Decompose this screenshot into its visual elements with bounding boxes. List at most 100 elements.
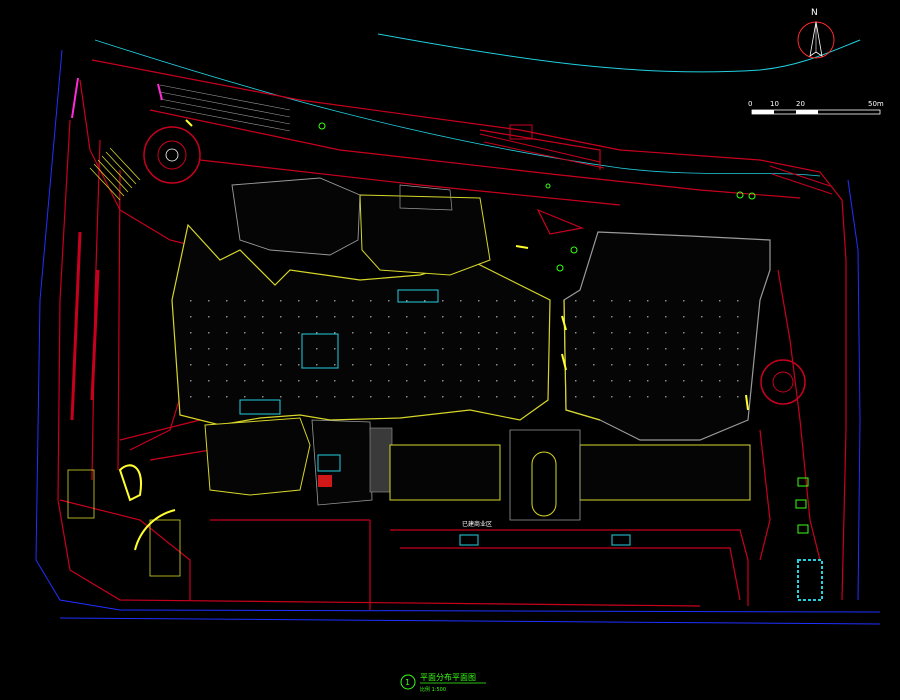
grid-column-dot [496, 332, 498, 334]
grid-column-dot [298, 316, 300, 318]
grid-column-dot [514, 332, 516, 334]
grid-column-dot [424, 348, 426, 350]
drawing-title-block: 1 平面分布平面图 比例 1:500 [400, 672, 486, 693]
grid-column-dot [442, 396, 444, 398]
grid-column-dot [701, 380, 703, 382]
grid-column-dot [190, 300, 192, 302]
grid-column-dot [262, 396, 264, 398]
grid-column-dot [298, 364, 300, 366]
grid-column-dot [190, 396, 192, 398]
grid-column-dot [683, 300, 685, 302]
grid-column-dot [647, 348, 649, 350]
grid-column-dot [244, 316, 246, 318]
grid-column-dot [316, 380, 318, 382]
grid-column-dot [629, 380, 631, 382]
grid-column-dot [629, 300, 631, 302]
yellow-accents [185, 119, 749, 411]
grid-column-dot [334, 348, 336, 350]
grid-column-dot [701, 300, 703, 302]
grid-column-dot [496, 348, 498, 350]
grid-column-dot [719, 380, 721, 382]
grid-column-dot [262, 300, 264, 302]
grid-column-dot [611, 316, 613, 318]
grid-column-dot [280, 380, 282, 382]
grid-column-dot [665, 364, 667, 366]
grid-column-dot [737, 396, 739, 398]
grid-column-dot [514, 316, 516, 318]
grid-column-dot [352, 300, 354, 302]
grid-column-dot [388, 316, 390, 318]
grid-column-dot [262, 380, 264, 382]
grid-column-dot [719, 332, 721, 334]
grid-column-dot [575, 396, 577, 398]
grid-column-dot [334, 380, 336, 382]
grid-column-dot [316, 300, 318, 302]
grid-column-dot [719, 316, 721, 318]
grid-column-dot [208, 364, 210, 366]
north-arrow: N [797, 8, 835, 59]
grid-column-dot [701, 348, 703, 350]
grid-column-dot [316, 348, 318, 350]
grid-column-dot [514, 348, 516, 350]
grid-column-dot [575, 332, 577, 334]
grid-column-dot [665, 316, 667, 318]
grid-column-dot [647, 316, 649, 318]
grid-column-dot [352, 396, 354, 398]
grid-column-dot [442, 332, 444, 334]
grid-column-dot [593, 380, 595, 382]
grid-column-dot [226, 300, 228, 302]
grid-column-dot [593, 332, 595, 334]
scale-tick-0: 0 [748, 100, 752, 108]
grid-column-dot [683, 364, 685, 366]
grid-column-dot [406, 316, 408, 318]
grid-column-dot [683, 380, 685, 382]
grid-column-dot [226, 396, 228, 398]
grid-column-dot [496, 396, 498, 398]
grid-column-dot [593, 316, 595, 318]
grid-column-dot [280, 348, 282, 350]
grid-column-dot [737, 332, 739, 334]
grid-column-dot [244, 380, 246, 382]
grid-column-dot [316, 364, 318, 366]
grid-column-dot [190, 380, 192, 382]
grid-column-dot [334, 316, 336, 318]
top-bridges [479, 124, 833, 195]
grid-column-dot [226, 348, 228, 350]
grid-column-dot [244, 348, 246, 350]
grid-column-dot [406, 396, 408, 398]
grid-column-dot [665, 300, 667, 302]
grid-column-dot [514, 396, 516, 398]
grid-column-dot [298, 396, 300, 398]
grid-column-dot [262, 316, 264, 318]
grid-column-dot [593, 396, 595, 398]
grid-column-dot [593, 348, 595, 350]
grid-column-dot [370, 332, 372, 334]
grid-column-dot [208, 316, 210, 318]
grid-column-dot [190, 332, 192, 334]
grid-column-dot [262, 332, 264, 334]
grid-column-dot [701, 364, 703, 366]
river-edge-line [377, 33, 861, 73]
grid-column-dot [575, 364, 577, 366]
mall-east-block [563, 231, 771, 441]
grid-column-dot [701, 396, 703, 398]
grid-column-dot [370, 364, 372, 366]
grid-column-dot [208, 348, 210, 350]
green-elements [318, 122, 809, 534]
grid-column-dot [280, 364, 282, 366]
grid-column-dot [226, 332, 228, 334]
grid-column-dot [647, 396, 649, 398]
grid-column-dot [683, 396, 685, 398]
grid-column-dot [406, 300, 408, 302]
grid-column-dot [575, 380, 577, 382]
grid-column-dot [244, 364, 246, 366]
grid-column-dot [478, 300, 480, 302]
river-edge-line-2 [94, 39, 821, 177]
grid-column-dot [665, 396, 667, 398]
grid-column-dot [575, 300, 577, 302]
grid-column-dot [629, 364, 631, 366]
grid-column-dot [280, 316, 282, 318]
grid-column-dot [683, 332, 685, 334]
grid-column-dot [424, 396, 426, 398]
